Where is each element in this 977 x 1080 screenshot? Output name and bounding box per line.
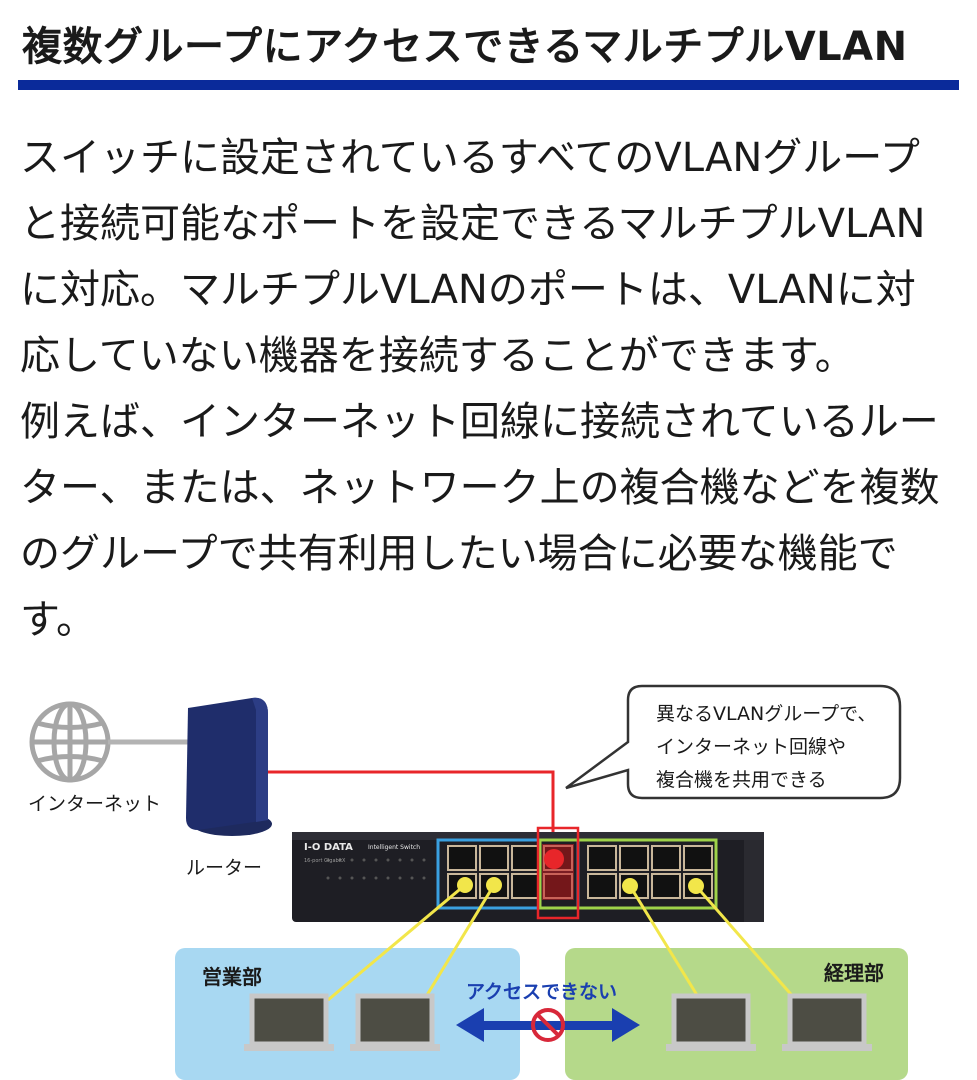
description-line: と接続可能なポートを設定できるマルチプルVLAN <box>20 201 926 247</box>
device-links <box>327 883 798 1002</box>
globe-icon <box>29 701 111 783</box>
title-underline <box>18 80 959 90</box>
no-access-label: アクセスできない <box>466 981 617 1003</box>
multiple-vlan-diagram: インターネット ルーター 異なるVLANグループで、 インターネット回線や 複合… <box>0 660 977 1080</box>
switch-badge: Intelligent Switch <box>368 844 420 851</box>
laptop-icon <box>782 993 872 1051</box>
description-line: のグループで共有利用したい場合に必要な機能で <box>20 531 898 577</box>
switch-brand: I-O DATA <box>304 842 353 853</box>
description-line: ター、または、ネットワーク上の複合機などを複数 <box>20 465 940 511</box>
group-left-label: 営業部 <box>202 965 262 989</box>
internet-label: インターネット <box>28 793 161 815</box>
callout-line: 複合機を共用できる <box>656 769 827 791</box>
description-line: 応していない機器を接続することができます。 <box>20 333 855 379</box>
router-label: ルーター <box>186 857 262 879</box>
page-title: 複数グループにアクセスできるマルチプルVLAN <box>22 24 908 70</box>
group-right-label: 経理部 <box>824 961 884 985</box>
callout-line: 異なるVLANグループで、 <box>656 703 876 725</box>
description-line: 例えば、インターネット回線に接続されているルー <box>20 399 939 445</box>
callout-bubble <box>565 684 902 800</box>
laptop-icon <box>350 993 440 1051</box>
switch-icon <box>292 826 764 922</box>
description-line: スイッチに設定されているすべてのVLANグループ <box>20 135 920 181</box>
laptop-icon <box>244 993 334 1051</box>
description-line: に対応。マルチプルVLANのポートは、VLANに対 <box>20 267 916 313</box>
description-text: スイッチに設定されているすべてのVLANグループ と接続可能なポートを設定できる… <box>20 125 965 653</box>
laptop-icon <box>666 993 756 1051</box>
router-uplink <box>268 770 555 840</box>
description-line: す。 <box>20 597 96 643</box>
no-entry-icon <box>531 1008 565 1042</box>
switch-model: 16-port GigabitX <box>304 858 346 864</box>
callout-line: インターネット回線や <box>656 736 846 758</box>
router-icon <box>186 697 272 836</box>
